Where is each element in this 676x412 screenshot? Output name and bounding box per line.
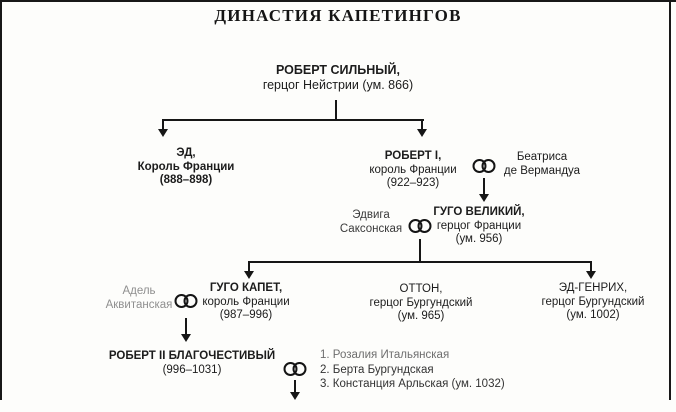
connector-line-gen1-branch [162,119,424,121]
arrow-down-icon [181,318,191,342]
arrow-down-icon [244,263,254,279]
wife-list-item: 3. Констанция Арльская (ум. 1032) [320,378,505,390]
ring-right [417,219,432,233]
person-name: Эдвига [352,209,390,221]
person-name: ОТТОН, [399,283,443,295]
arrow-down-icon [417,121,427,137]
connector-line-gen1-stub [335,100,337,120]
person-dates: (987–996) [219,309,273,321]
wives-list: 1. Розалия Итальянская 2. Берта Бургундс… [320,348,505,392]
arrow-down-icon [158,121,168,137]
connector-line-gen3-branch [248,261,592,263]
ring-right [481,159,496,173]
person-robert2: РОБЕРТ II БЛАГОЧЕСТИВЫЙ (996–1031) [109,350,275,377]
person-name2: Аквитанская [105,298,173,311]
marriage-rings-icon [472,159,496,173]
person-name: Беатриса [516,151,568,163]
person-robert-strong: РОБЕРТ СИЛЬНЫЙ, герцог Нейстрии (ум. 866… [263,63,413,93]
person-desc: герцог Франции [436,219,522,232]
wife-list-item: 2. Берта Бургундская [320,363,434,376]
person-beatrice: Беатриса де Вермандуа [504,151,580,178]
ring-right [183,294,198,308]
person-robert1: РОБЕРТ I, король Франции (922–923) [369,150,456,191]
person-name: РОБЕРТ II БЛАГОЧЕСТИВЫЙ [108,350,276,362]
person-ed-henrikh: ЭД-ГЕНРИХ, герцог Бургундский (ум. 1002) [542,282,645,323]
arrow-down-icon [479,178,489,202]
person-dates: (ум. 1002) [566,309,620,321]
person-name: ГУГО ВЕЛИКИЙ, [433,206,525,218]
person-desc: король Франции [369,163,457,176]
person-hugo-capet: ГУГО КАПЕТ, король Франции (987–996) [202,282,289,323]
frame-border-bottom [0,0,676,2]
person-desc: герцог Бургундский [369,296,473,309]
wife-list-item: 1. Розалия Итальянская [320,349,450,361]
diagram-title: ДИНАСТИЯ КАПЕТИНГОВ [214,6,462,25]
marriage-rings-icon [408,219,432,233]
person-name2: де Вермандуа [503,164,581,177]
person-ed: ЭД, Король Франции (888–898) [138,147,235,188]
connector-line-gen3-stub [419,239,421,263]
person-name2: Саксонская [339,222,403,235]
marriage-rings-icon [283,362,307,376]
person-edwiga: Эдвига Саксонская [340,209,402,236]
person-adel: Адель Аквитанская [106,285,173,312]
person-dates: (996–1031) [162,363,222,376]
person-hugo-great: ГУГО ВЕЛИКИЙ, герцог Франции (ум. 956) [433,206,524,247]
person-desc: Король Франции [137,160,235,173]
ring-right [292,362,307,376]
frame-border-right [669,0,671,400]
person-name: ГУГО КАПЕТ, [209,282,283,294]
person-dates: (888–898) [159,174,213,186]
person-name: ЭД-ГЕНРИХ, [558,282,628,294]
person-desc: король Франции [202,295,290,308]
arrow-down-icon [290,380,300,400]
person-desc: герцог Нейстрии (ум. 866) [262,78,414,92]
person-dates: (ум. 956) [455,233,503,245]
person-name: РОБЕРТ I, [384,150,442,162]
arrow-down-icon [586,263,596,279]
person-name: РОБЕРТ СИЛЬНЫЙ, [275,63,400,77]
person-name: Адель [122,285,156,297]
frame-border-left [0,0,2,400]
person-otton: ОТТОН, герцог Бургундский (ум. 965) [370,283,473,324]
person-dates: (ум. 965) [397,310,445,322]
person-dates: (922–923) [386,177,440,189]
person-name: ЭД, [176,147,196,159]
person-desc: герцог Бургундский [541,295,645,308]
marriage-rings-icon [174,294,198,308]
